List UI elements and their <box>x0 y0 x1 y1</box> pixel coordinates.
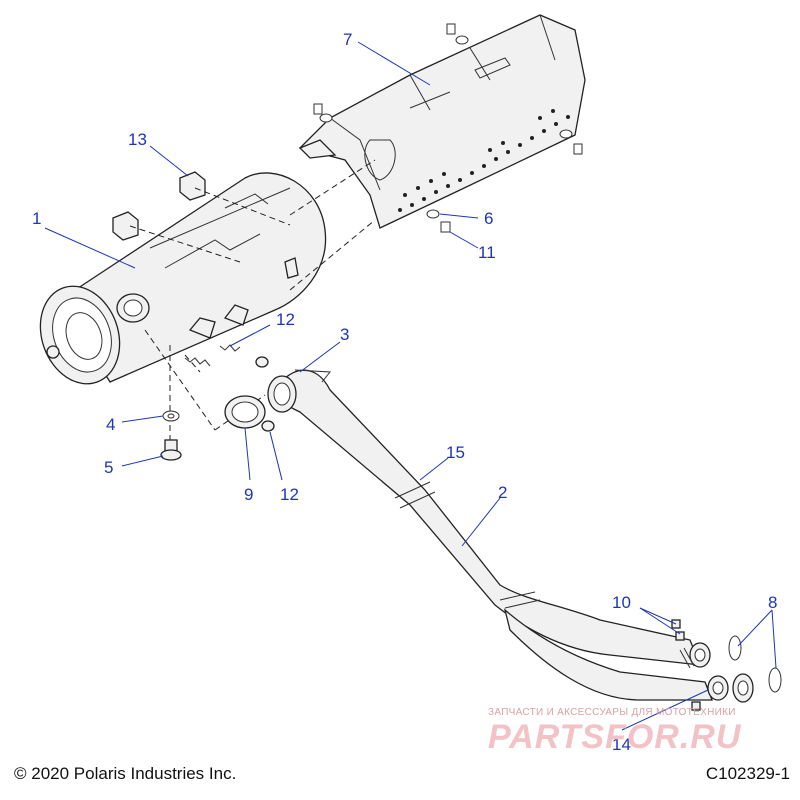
head-pipe <box>267 369 729 701</box>
callouts: 1 2 3 4 5 6 7 8 9 10 11 12 12 13 14 15 <box>32 30 777 754</box>
callout-3: 3 <box>340 325 349 344</box>
exhaust-gaskets <box>728 635 782 703</box>
callout-1: 1 <box>32 209 41 228</box>
callout-6: 6 <box>484 209 493 228</box>
bumpers <box>112 171 206 241</box>
gasket <box>224 395 266 429</box>
copyright-notice: © 2020 Polaris Industries Inc. <box>14 764 237 783</box>
callout-7: 7 <box>343 30 352 49</box>
springs <box>184 344 275 432</box>
diagram-code: C102329-1 <box>705 764 790 783</box>
callout-5: 5 <box>104 458 113 477</box>
callout-13: 13 <box>128 130 147 149</box>
leader-lines <box>44 41 777 731</box>
callout-12a: 12 <box>276 310 295 329</box>
callout-2: 2 <box>498 483 507 502</box>
mount-fasteners <box>160 410 182 461</box>
shield-fasteners <box>313 23 583 233</box>
callout-11: 11 <box>478 243 496 262</box>
callout-14: 14 <box>612 735 631 754</box>
callout-4: 4 <box>106 415 115 434</box>
callout-15: 15 <box>446 443 465 462</box>
callout-10: 10 <box>612 593 631 612</box>
heat-shield <box>298 14 586 229</box>
watermark-tagline: ЗАПЧАСТИ И АКСЕССУАРЫ ДЛЯ МОТОТЕХНИКИ <box>488 707 736 718</box>
callout-12b: 12 <box>280 485 299 504</box>
watermark-logo: PARTSFOR.RU <box>488 718 742 756</box>
callout-9: 9 <box>244 485 253 504</box>
muffler <box>39 172 327 385</box>
callout-8: 8 <box>768 593 777 612</box>
